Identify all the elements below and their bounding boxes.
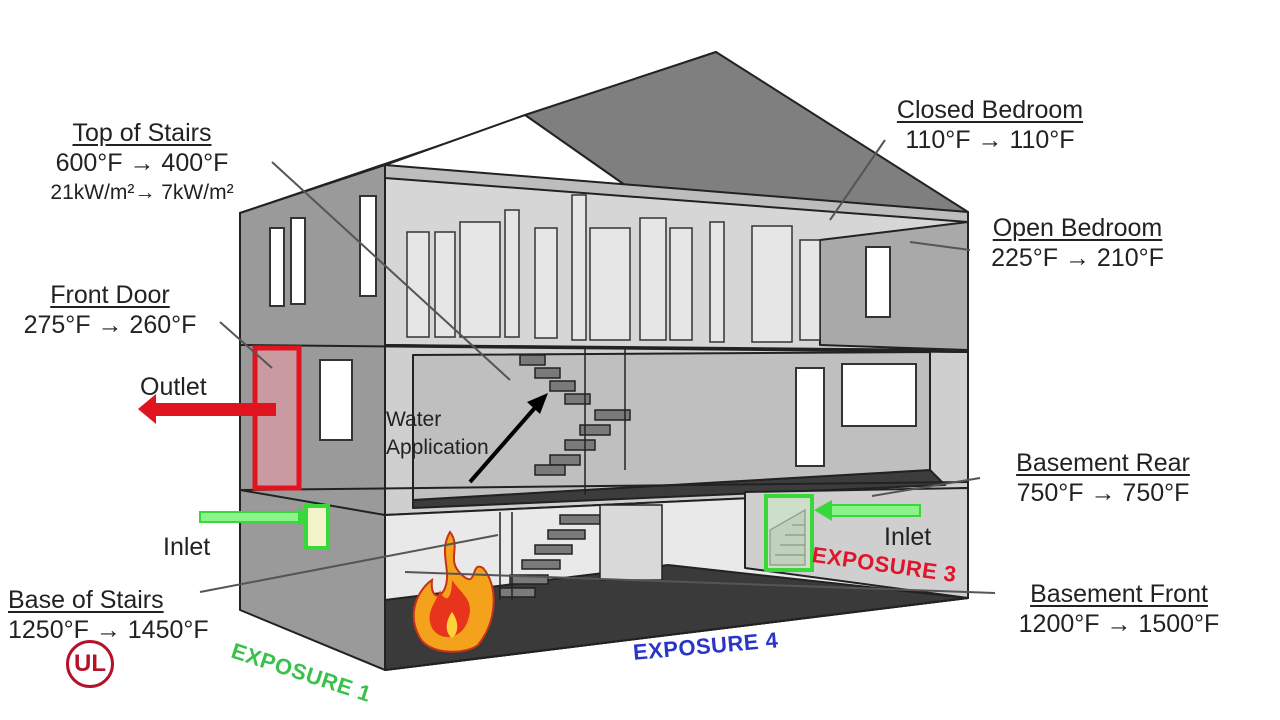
top-of-stairs-temp: 600°F → 400°F [55, 149, 229, 177]
outlet-arrow-shaft [152, 403, 276, 416]
label-open-bedroom: Open Bedroom 225°F → 210°F [975, 213, 1180, 273]
front-door-temp: 275°F → 260°F [23, 311, 197, 339]
window-middle-right [841, 363, 917, 427]
basement-rear-temp: 750°F → 750°F [1016, 479, 1190, 507]
front-door-title: Front Door [50, 281, 170, 309]
basement-front-title: Basement Front [1030, 580, 1208, 608]
inlet-left-arrow-shaft [199, 511, 301, 523]
fire-icon [412, 530, 495, 653]
window-upper-left-1 [269, 227, 285, 307]
inlet-right-arrow-shaft [829, 504, 921, 517]
window-upper-left-3 [359, 195, 377, 297]
open-bedroom-title: Open Bedroom [992, 214, 1163, 242]
label-basement-rear: Basement Rear 750°F → 750°F [998, 448, 1208, 508]
stairs-upper [519, 348, 631, 495]
top-of-stairs-flux: 21kW/m²→ 7kW/m² [50, 181, 234, 204]
window-middle-left [319, 359, 353, 441]
closed-bedroom-temp: 110°F → 110°F [905, 126, 1075, 154]
base-of-stairs-title: Base of Stairs [8, 586, 164, 614]
front-door-outlet-box [252, 345, 302, 491]
upper-floor-partitions [406, 194, 821, 343]
closed-bedroom-title: Closed Bedroom [896, 96, 1084, 124]
open-bedroom-wall [819, 221, 969, 351]
label-closed-bedroom: Closed Bedroom 110°F → 110°F [880, 95, 1100, 155]
water-application-label: Water Application [386, 406, 489, 462]
inlet-left-box [304, 504, 330, 550]
floor-edge-left [239, 489, 386, 516]
inlet-right-label: Inlet [884, 523, 932, 551]
label-base-of-stairs: Base of Stairs 1250°F → 1450°F [8, 585, 209, 645]
floor-line-upper [239, 344, 969, 353]
outlet-arrow-head [138, 394, 156, 424]
label-basement-front: Basement Front 1200°F → 1500°F [1002, 579, 1236, 639]
base-of-stairs-temp: 1250°F → 1450°F [8, 616, 209, 644]
stairs-basement [499, 504, 663, 600]
door-middle [795, 367, 825, 467]
water-label-line1: Water [386, 408, 442, 431]
floor-line-lower [239, 481, 969, 491]
water-application-arrow [468, 393, 548, 484]
ul-logo: UL [66, 640, 114, 688]
label-front-door: Front Door 275°F → 260°F [10, 280, 210, 340]
basement-front-temp: 1200°F → 1500°F [1018, 610, 1220, 638]
window-open-bedroom [865, 246, 891, 318]
inlet-left-label: Inlet [163, 533, 211, 561]
inlet-right-flow [764, 494, 921, 572]
inlet-right-box [764, 494, 814, 572]
windows [269, 195, 917, 467]
front-outline [384, 165, 969, 671]
top-of-stairs-title: Top of Stairs [72, 119, 212, 147]
basement-rear-title: Basement Rear [1016, 449, 1190, 477]
inlet-right-arrow-head [814, 500, 832, 521]
outlet-label: Outlet [140, 373, 207, 401]
leader-lines [199, 139, 996, 594]
window-upper-left-2 [290, 217, 306, 305]
inlet-left-flow [199, 504, 330, 550]
label-top-of-stairs: Top of Stairs 600°F → 400°F 21kW/m²→ 7kW… [22, 118, 262, 208]
water-label-line2: Application [386, 436, 489, 459]
open-bedroom-temp: 225°F → 210°F [991, 244, 1164, 272]
outlet-flow [138, 345, 302, 491]
